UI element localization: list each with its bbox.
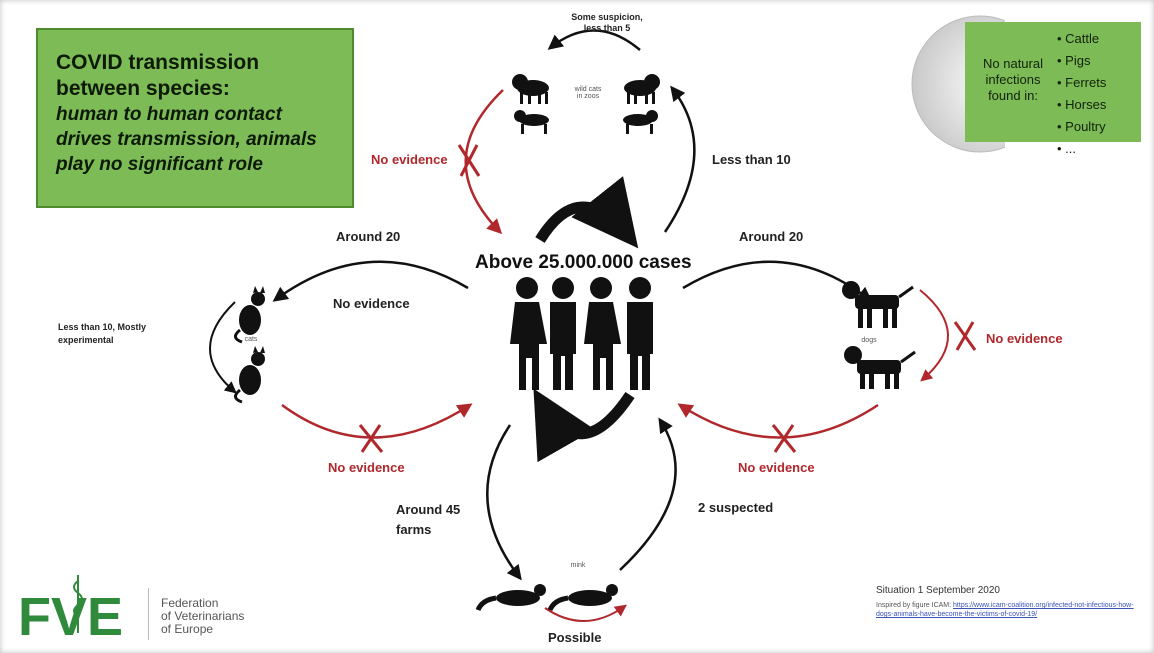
caption-mink: mink [570, 562, 586, 569]
tiger-icon [514, 110, 549, 134]
caption-cats: cats [244, 336, 258, 343]
list-item: Pigs [1057, 50, 1106, 72]
fve-logo: FVE [18, 575, 123, 643]
arrow-humans-to-wildcats [663, 85, 696, 233]
arrow-dogs-to-humans [677, 403, 879, 439]
title-line-2: between species: [56, 77, 230, 100]
arrow-center-bottom [533, 388, 635, 463]
org-line-2: of Veterinarians [161, 609, 245, 623]
label-no-evidence-cats: No evidence [333, 296, 410, 311]
divider [148, 588, 149, 640]
label-2-suspected: 2 suspected [698, 500, 774, 515]
title-line-4: drives transmission, animals [56, 129, 317, 150]
arrow-mink-to-mink [544, 604, 627, 622]
arrow-top-suspicion [547, 29, 641, 51]
cat-icon [234, 346, 265, 404]
arrow-dog-to-dog [919, 289, 949, 382]
species-list: Cattle Pigs Ferrets Horses Poultry ... [1057, 28, 1106, 160]
label-top-suspicion: Some suspicion, less than 5 [571, 12, 643, 33]
humans-icon [510, 277, 653, 390]
dog-icon [844, 346, 916, 389]
label-around-20-left: Around 20 [336, 229, 401, 244]
org-line-1: Federation [161, 596, 219, 610]
label-no-evidence-dogs: No evidence [986, 331, 1063, 346]
title-box: COVID transmission between species: huma… [36, 28, 354, 208]
arrow-cat-to-cat [209, 301, 237, 394]
list-item: Cattle [1057, 28, 1106, 50]
dog-icon [842, 281, 914, 328]
label-no-evidence-top: No evidence [371, 152, 448, 167]
natural-infections-text: No natural infections found in: [983, 56, 1043, 103]
arrow-center-top [535, 176, 639, 249]
cross-icon [771, 424, 797, 453]
list-item: ... [1057, 138, 1106, 160]
cross-icon [457, 144, 481, 177]
arrow-wildcats-to-humans [464, 89, 504, 235]
arrow-humans-to-dogs [682, 260, 873, 302]
lion-icon [624, 74, 660, 104]
list-item: Ferrets [1057, 72, 1106, 94]
label-no-evidence-bottom-left: No evidence [328, 460, 405, 475]
natural-infections-box: No natural infections found in: Cattle P… [965, 22, 1141, 156]
mink-icon [475, 584, 546, 612]
title-line-3: human to human contact [56, 104, 282, 125]
arrow-humans-to-mink [486, 424, 522, 581]
situation-date: Situation 1 September 2020 [876, 585, 1000, 596]
label-around-45: Around 45 farms [396, 502, 461, 537]
label-less-than-10: Less than 10 [712, 152, 791, 167]
tiger-icon [623, 110, 658, 134]
source-link[interactable]: https://www.icam-coalition.org/infected-… [876, 602, 1134, 618]
cross-icon [358, 424, 384, 453]
caption-wild-cats: wild cats in zoos [574, 86, 602, 100]
label-no-evidence-bottom-right: No evidence [738, 460, 815, 475]
org-line-3: of Europe [161, 622, 214, 636]
cross-icon [953, 321, 977, 351]
title-line-5: play no significant role [56, 154, 263, 175]
organization-name: Federation of Veterinarians of Europe [161, 597, 244, 636]
label-possible: Possible [548, 630, 602, 645]
arrow-mink-to-humans [619, 417, 677, 571]
list-item: Poultry [1057, 116, 1106, 138]
label-around-20-right: Around 20 [739, 229, 804, 244]
label-human-cases: Above 25.000.000 cases [475, 252, 692, 273]
caption-dogs: dogs [861, 337, 877, 344]
source-prefix: Inspired by figure ICAM: [876, 602, 954, 609]
title-line-1: COVID transmission [56, 51, 260, 74]
fve-logo-text: FVE [18, 587, 123, 643]
label-cats-note: Less than 10, Mostly experimental [58, 322, 147, 345]
mink-icon [547, 584, 618, 612]
lion-icon [512, 74, 549, 104]
arrow-humans-to-cats [272, 260, 469, 302]
cat-icon [234, 286, 265, 344]
list-item: Horses [1057, 94, 1106, 116]
source-note: Inspired by figure ICAM: https://www.ica… [876, 601, 1134, 619]
